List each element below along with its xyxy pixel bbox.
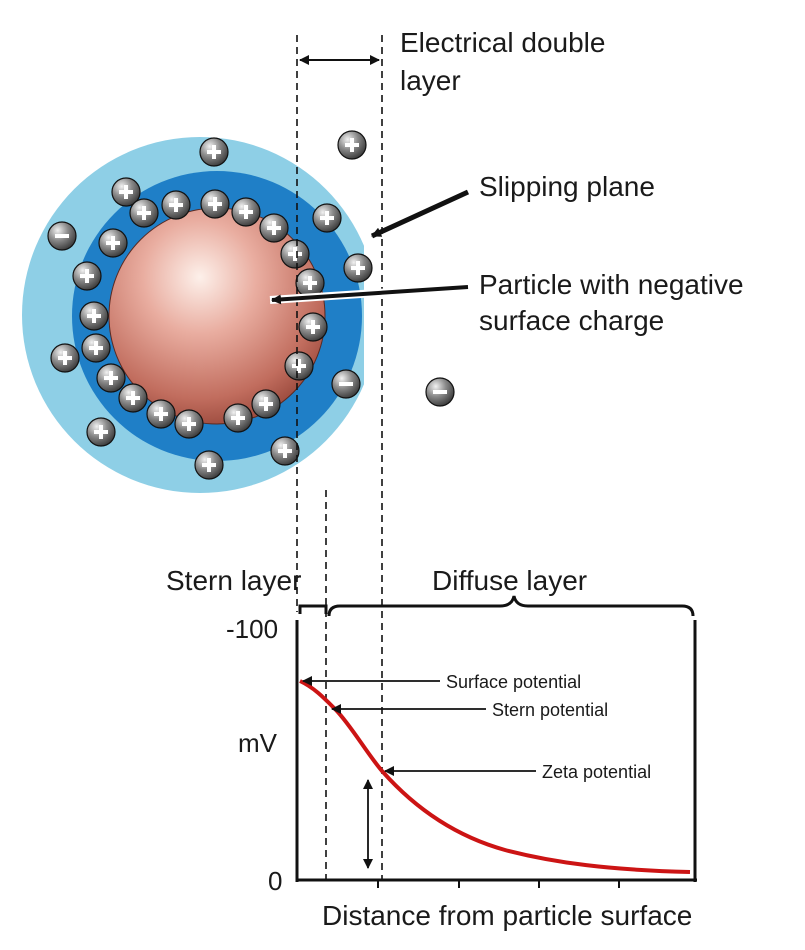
positive-ion-icon: [284, 351, 314, 381]
positive-ion-icon: [280, 239, 310, 269]
positive-ion-icon: [231, 197, 261, 227]
positive-ion-icon: [129, 198, 159, 228]
x-ticks: [377, 880, 620, 888]
slipping-plane-pointer: [370, 189, 470, 239]
double-layer-label-1: Electrical double: [400, 27, 605, 58]
slipping-plane-label: Slipping plane: [479, 171, 655, 202]
y-bottom-label: 0: [268, 866, 282, 896]
positive-ion-icon: [251, 389, 281, 419]
positive-ion-icon: [86, 417, 116, 447]
positive-ion-icon: [50, 343, 80, 373]
positive-ion-icon: [298, 312, 328, 342]
positive-ion-icon: [174, 409, 204, 439]
y-top-label: -100: [226, 614, 278, 644]
zeta-potential-label: Zeta potential: [542, 762, 651, 782]
x-axis-label: Distance from particle surface: [322, 900, 692, 931]
positive-ion-icon: [81, 333, 111, 363]
positive-ion-icon: [98, 228, 128, 258]
positive-ion-icon: [72, 261, 102, 291]
surface-potential-label: Surface potential: [446, 672, 581, 692]
negative-ion-icon: [47, 221, 77, 251]
diffuse-layer-label: Diffuse layer: [432, 565, 587, 596]
positive-ion-icon: [223, 403, 253, 433]
stern-potential-label: Stern potential: [492, 700, 608, 720]
particle-label-2: surface charge: [479, 305, 664, 336]
positive-ion-icon: [118, 383, 148, 413]
stern-layer-label: Stern layer: [166, 565, 301, 596]
positive-ion-icon: [312, 203, 342, 233]
positive-ion-icon: [79, 301, 109, 331]
particle-label-1: Particle with negative: [479, 269, 744, 300]
positive-ion-icon: [161, 190, 191, 220]
particle-pointer-line: [271, 285, 469, 305]
positive-ion-icon: [270, 436, 300, 466]
positive-ion-icon: [343, 253, 373, 283]
stern-bracket: [298, 604, 328, 614]
positive-ion-icon: [96, 363, 126, 393]
diffuse-bracket: [327, 595, 695, 617]
positive-ion-icon: [194, 450, 224, 480]
positive-ion-icon: [200, 189, 230, 219]
positive-ion-icon: [111, 177, 141, 207]
double-layer-label-2: layer: [400, 65, 461, 96]
negative-ion-icon: [331, 369, 361, 399]
positive-ion-icon: [337, 130, 367, 160]
positive-ion-icon: [146, 399, 176, 429]
y-unit-label: mV: [238, 728, 278, 758]
ion-group: [47, 130, 455, 480]
positive-ion-icon: [199, 137, 229, 167]
negative-ion-icon: [425, 377, 455, 407]
particle-assembly: [22, 130, 455, 493]
positive-ion-icon: [259, 213, 289, 243]
